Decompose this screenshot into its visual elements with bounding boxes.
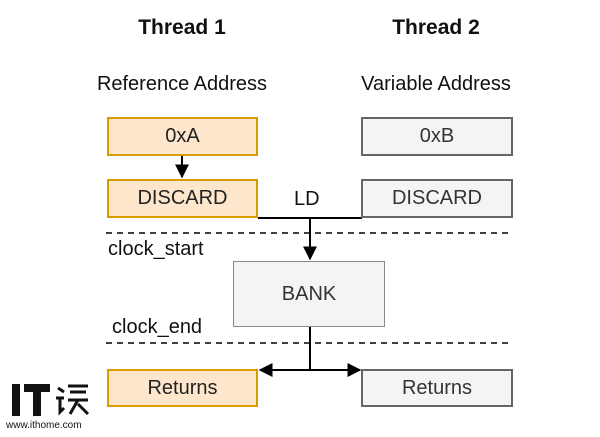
thread1-address-box: 0xA — [107, 117, 258, 156]
clock-end-label: clock_end — [112, 316, 203, 338]
ithome-logo — [12, 384, 90, 416]
thread2-returns-box: Returns — [361, 369, 513, 407]
thread2-discard-box: DISCARD — [361, 179, 513, 218]
ld-label: LD — [294, 188, 320, 210]
thread1-returns-box: Returns — [107, 369, 258, 407]
bank-box: BANK — [233, 261, 385, 327]
thread1-subtitle: Reference Address — [96, 73, 268, 95]
watermark-url: www.ithome.com — [6, 420, 82, 431]
thread1-title: Thread 1 — [138, 16, 226, 39]
thread2-title: Thread 2 — [392, 16, 480, 39]
clock-start-label: clock_start — [108, 238, 204, 260]
thread2-subtitle: Variable Address — [361, 73, 511, 95]
thread2-address-box: 0xB — [361, 117, 513, 156]
thread1-discard-box: DISCARD — [107, 179, 258, 218]
